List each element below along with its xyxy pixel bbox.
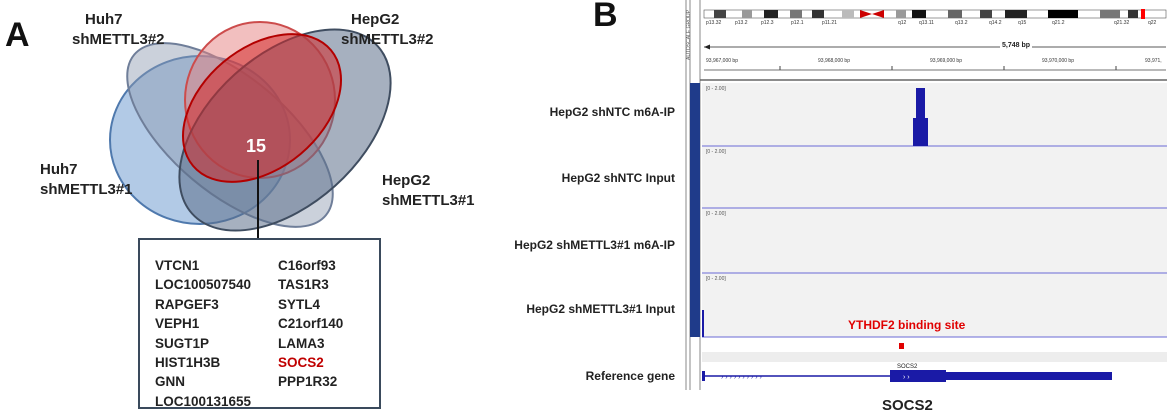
gene-item: GNN — [155, 374, 185, 390]
band-label: p13.32 — [706, 20, 722, 26]
band-label: q12 — [898, 20, 907, 26]
band-label: q22 — [1148, 20, 1157, 26]
refgene-name: SOCS2 — [897, 364, 918, 370]
gene-item: TAS1R3 — [278, 277, 329, 293]
band-label: p12.3 — [761, 20, 774, 26]
coord-label: 93,969,000 bp — [930, 58, 962, 64]
track-label: HepG2 shNTC Input — [561, 171, 675, 185]
venn-intersection-count: 15 — [246, 136, 267, 156]
band-label: q21.2 — [1052, 20, 1065, 26]
autoscale-group-label: AUTOSCALE GROUP — [686, 10, 692, 60]
band-label: p11.21 — [822, 20, 837, 26]
track-scale: [0 - 2.00] — [706, 211, 726, 217]
band-label: q15 — [1018, 20, 1027, 26]
gene-item: SYTL4 — [278, 296, 321, 312]
span-label: 5,748 bp — [1000, 42, 1033, 49]
ythdf2-binding-label: YTHDF2 binding site — [848, 318, 966, 332]
gene-item: VEPH1 — [155, 316, 200, 332]
m6a-peak — [916, 88, 925, 146]
band-label: q21.32 — [1114, 20, 1130, 26]
coord-label: 93,971, — [1145, 58, 1162, 64]
track-scale: [0 - 2.00] — [706, 86, 726, 92]
track-scale: [0 - 2.00] — [706, 276, 726, 282]
svg-text:› › › › › › › › › ›: › › › › › › › › › › — [721, 374, 762, 381]
venn-red-overlay — [182, 33, 342, 183]
track-label: HepG2 shMETTL3#1 m6A-IP — [514, 238, 675, 252]
gene-item: LOC100507540 — [155, 277, 252, 293]
gene-item: VTCN1 — [155, 258, 200, 273]
panel-b-label: B — [593, 0, 618, 34]
gene-item: HIST1H3B — [155, 355, 221, 371]
gene-item-highlighted: SOCS2 — [278, 355, 324, 371]
coord-label: 93,968,000 bp — [818, 58, 850, 64]
band-label: p13.2 — [735, 20, 748, 26]
gene-list-right: C16orf93 TAS1R3 SYTL4 C21orf140 LAMA3 SO… — [278, 256, 343, 392]
band-label: p12.1 — [791, 20, 804, 26]
gene-item: RAPGEF3 — [155, 296, 219, 312]
coord-label: 93,967,000 bp — [706, 58, 738, 64]
gene-list-left: VTCN1 LOC100507540 RAPGEF3 VEPH1 SUGT1P … — [155, 256, 251, 411]
track-label: HepG2 shMETTL3#1 Input — [526, 302, 675, 316]
reference-gene-label: Reference gene — [585, 369, 675, 383]
gene-list-box: VTCN1 LOC100507540 RAPGEF3 VEPH1 SUGT1P … — [138, 238, 381, 409]
coord-label: 93,970,000 bp — [1042, 58, 1074, 64]
gene-item: C21orf140 — [278, 316, 344, 332]
panel-a-label: A — [5, 16, 30, 54]
gene-item: PPP1R32 — [278, 374, 338, 390]
ythdf2-marker — [899, 343, 904, 349]
igv-browser: › › › › › › › › › › › › — [685, 0, 1167, 390]
gene-item: LOC100131655 — [155, 393, 252, 409]
gene-title: SOCS2 — [882, 397, 933, 414]
chromosome-ideogram — [703, 9, 1167, 19]
venn-diagram — [109, 21, 392, 240]
gene-item: LAMA3 — [278, 335, 325, 351]
reference-gene-track: › › › › › › › › › › › › — [702, 370, 1112, 382]
band-label: q13.2 — [955, 20, 968, 26]
band-label: q14.2 — [989, 20, 1002, 26]
track-scale: [0 - 2.00] — [706, 149, 726, 155]
gene-item: SUGT1P — [155, 335, 210, 351]
band-label: q13.11 — [919, 20, 934, 26]
gene-item: C16orf93 — [278, 258, 336, 273]
svg-text:› ›: › › — [903, 374, 910, 381]
track-label: HepG2 shNTC m6A-IP — [549, 105, 675, 119]
